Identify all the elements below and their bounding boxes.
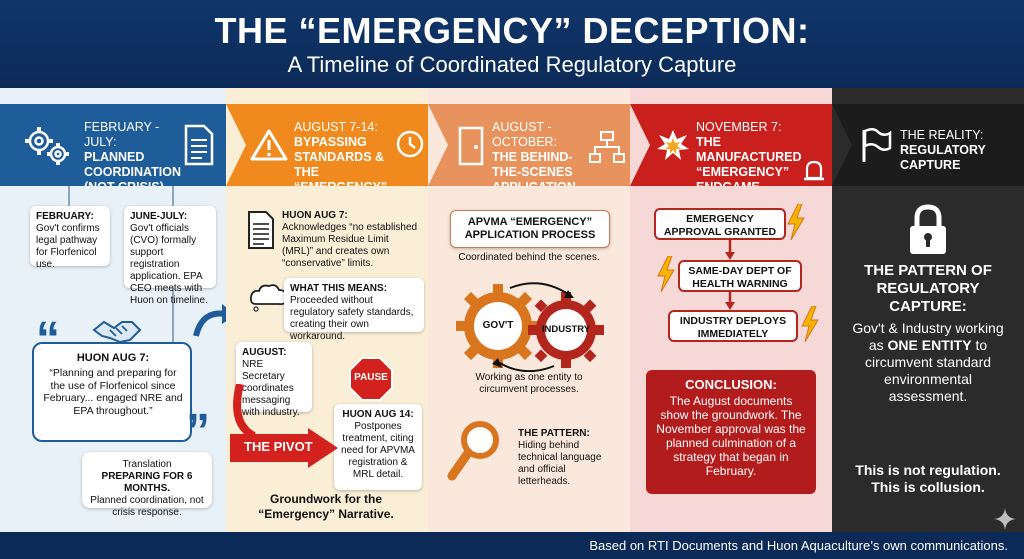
- page-title: THE “EMERGENCY” DECEPTION:: [214, 10, 810, 51]
- pattern-block: THE PATTERN: Hiding behind technical lan…: [518, 428, 602, 487]
- card-huon-aug14: HUON AUG 14: Postpones treatment, citing…: [334, 404, 422, 490]
- quote-box: [32, 342, 192, 442]
- column-feb-july: FEBRUARY - JULY: PLANNED COORDINATION (N…: [0, 88, 246, 532]
- lightning-icon-1: [787, 204, 805, 240]
- column-august-7-14: AUGUST 7-14: BYPASSING STANDARDS & THE “…: [226, 88, 448, 532]
- gears-icon: [25, 127, 69, 165]
- flow-arrows-icon: [725, 240, 735, 310]
- pivot-label: THE PIVOT: [244, 439, 313, 454]
- document-lines-icon: [248, 211, 274, 249]
- step-emergency-approval: EMERGENCY APPROVAL GRANTED: [654, 208, 786, 240]
- coordinated-text: Coordinated behind the scenes.: [458, 252, 600, 263]
- band-title-col2: AUGUST 7-14: BYPASSING STANDARDS & THE “…: [294, 120, 388, 209]
- band-feb-july: FEBRUARY - JULY: PLANNED COORDINATION (N…: [0, 104, 246, 186]
- groundwork-text: Groundwork for the “Emergency” Narrative…: [258, 492, 394, 521]
- closing-statement: This is not regulation. This is collusio…: [855, 462, 1001, 495]
- interlocking-gears-icon: [456, 282, 604, 372]
- flag-icon: [862, 128, 892, 162]
- pivot-arrow-icon: [230, 428, 338, 468]
- gear-industry-label: INDUSTRY: [541, 324, 591, 335]
- card-june-july: JUNE-JULY: Gov't officials (CVO) formall…: [124, 206, 216, 306]
- footer: Based on RTI Documents and Huon Aquacult…: [0, 532, 1024, 559]
- conclusion-label: CONCLUSION:: [685, 377, 777, 392]
- warning-icon: [250, 129, 288, 161]
- band-november-7: NOVEMBER 7: THE MANUFACTURED “EMERGENCY”…: [630, 104, 852, 186]
- band-august-7-14: AUGUST 7-14: BYPASSING STANDARDS & THE “…: [226, 104, 448, 186]
- band-the-reality: THE REALITY: REGULATORY CAPTURE: [832, 104, 1024, 186]
- pattern-heading: THE PATTERN OF REGULATORY CAPTURE:: [864, 262, 992, 315]
- door-icon: [458, 126, 484, 166]
- stop-sign-icon: [349, 357, 393, 401]
- lightning-icon-2: [657, 256, 675, 292]
- conclusion-text: The August documents show the groundwork…: [656, 394, 806, 478]
- pause-label: PAUSE: [354, 372, 388, 383]
- quote-text: “Planning and preparing for the use of F…: [43, 367, 183, 417]
- band-august-october: AUGUST - OCTOBER: THE BEHIND- THE-SCENES…: [428, 104, 650, 186]
- gear-govt-label: GOV'T: [482, 320, 514, 331]
- column-the-reality: THE REALITY: REGULATORY CAPTURE THE PATT…: [832, 88, 1024, 532]
- column-november-7: NOVEMBER 7: THE MANUFACTURED “EMERGENCY”…: [630, 88, 852, 532]
- step-health-warning: SAME-DAY DEPT OF HEALTH WARNING: [678, 260, 802, 292]
- page-subtitle: A Timeline of Coordinated Regulatory Cap…: [287, 52, 737, 77]
- handshake-icon: [92, 320, 142, 344]
- clock-icon: [396, 130, 424, 158]
- document-icon: [184, 124, 214, 166]
- band-title-col4: NOVEMBER 7: THE MANUFACTURED “EMERGENCY”…: [696, 120, 802, 194]
- quote-label: HUON AUG 7:: [76, 352, 150, 364]
- card-february: FEBRUARY: Gov't confirms legal pathway f…: [30, 206, 110, 270]
- pattern-description: Gov't & Industry working as ONE ENTITY t…: [852, 320, 1004, 404]
- one-entity-text: Working as one entity to circumvent proc…: [475, 372, 583, 395]
- flowchart-icon: [589, 131, 625, 163]
- quote-close-icon: ”: [186, 405, 210, 458]
- magnifier-icon: [447, 421, 499, 481]
- explosion-icon: [657, 130, 689, 160]
- huon-aug7-block: HUON AUG 7: Acknowledges “no established…: [282, 210, 418, 269]
- header: THE “EMERGENCY” DECEPTION: A Timeline of…: [0, 0, 1024, 88]
- sparkle-icon: [994, 508, 1016, 530]
- padlock-icon: [910, 204, 946, 254]
- conclusion-box: CONCLUSION: The August documents show th…: [646, 370, 816, 494]
- lightning-icon-3: [801, 306, 819, 342]
- footer-source: Based on RTI Documents and Huon Aquacult…: [589, 538, 1008, 553]
- column-august-october: AUGUST - OCTOBER: THE BEHIND- THE-SCENES…: [428, 88, 650, 532]
- card-apvma-process: APVMA “EMERGENCY” APPLICATION PROCESS: [450, 210, 610, 248]
- band-title-col5: THE REALITY: REGULATORY CAPTURE: [900, 128, 986, 172]
- band-title-col3: AUGUST - OCTOBER: THE BEHIND- THE-SCENES…: [492, 120, 576, 194]
- pivot-curve-icon: [233, 384, 256, 440]
- card-august: AUGUST: NRE Secretary coordinates messag…: [236, 342, 312, 418]
- card-translation: Translation PREPARING FOR 6 MONTHS. Plan…: [82, 452, 212, 518]
- quote-open-icon: “: [36, 313, 60, 366]
- card-what-this-means: WHAT THIS MEANS: Proceeded without regul…: [284, 278, 424, 342]
- band-title-col1: FEBRUARY - JULY: PLANNED COORDINATION (N…: [84, 120, 181, 194]
- step-industry-deploys: INDUSTRY DEPLOYS IMMEDIATELY: [668, 310, 798, 342]
- siren-icon: [804, 160, 824, 181]
